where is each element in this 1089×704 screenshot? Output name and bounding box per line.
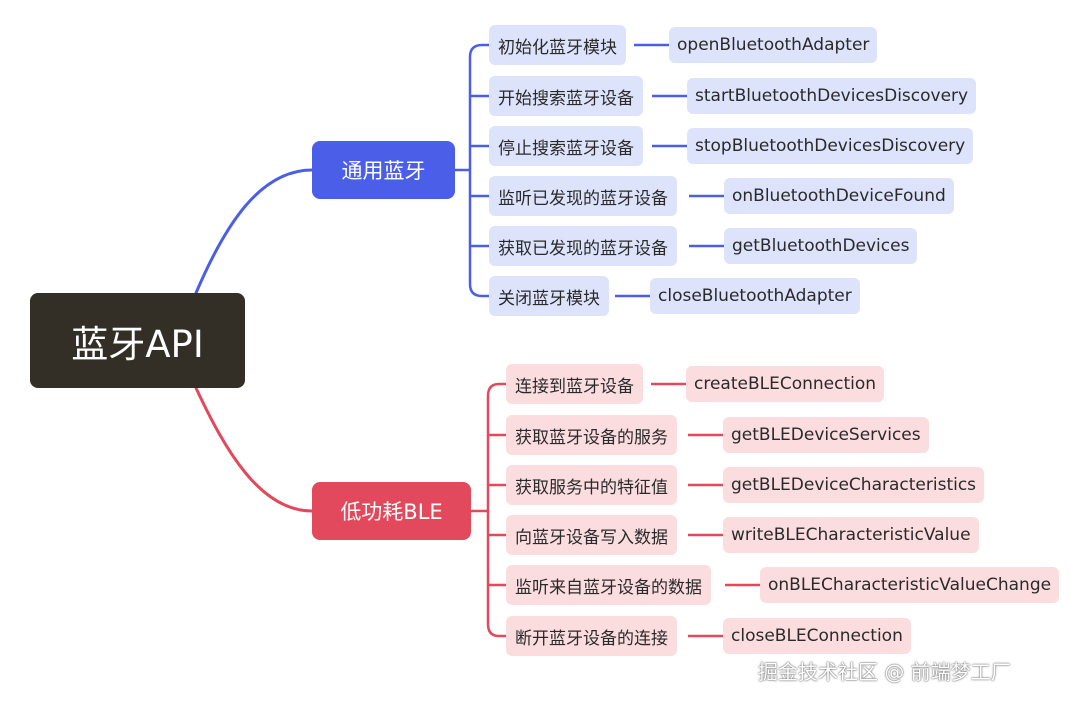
api-node: stopBluetoothDevicesDiscovery [687, 128, 974, 164]
api-node: onBLECharacteristicValueChange [760, 567, 1060, 603]
topic-node: 关闭蓝牙模块 [489, 276, 609, 316]
api-node: openBluetoothAdapter [669, 27, 878, 63]
topic-node: 停止搜索蓝牙设备 [489, 126, 643, 166]
api-node: getBLEDeviceCharacteristics [723, 467, 985, 503]
api-node: onBluetoothDeviceFound [724, 178, 954, 214]
topic-node: 获取服务中的特征值 [506, 465, 677, 505]
api-node: getBluetoothDevices [724, 228, 918, 264]
topic-node: 初始化蓝牙模块 [489, 25, 626, 65]
branch-general-bluetooth: 通用蓝牙 [312, 141, 455, 199]
watermark: 掘金技术社区 @ 前端梦工厂 [758, 660, 1011, 684]
api-node: closeBluetoothAdapter [650, 278, 860, 314]
root-to-general-link [194, 168, 314, 295]
general-branch-lines [455, 43, 724, 298]
topic-node: 监听已发现的蓝牙设备 [489, 176, 677, 216]
api-node: closeBLEConnection [723, 618, 911, 654]
topic-node: 获取已发现的蓝牙设备 [489, 226, 677, 266]
topic-node: 开始搜索蓝牙设备 [489, 76, 643, 116]
ble-branch-lines [471, 382, 760, 638]
root-to-ble-link [194, 386, 314, 513]
api-node: writeBLECharacteristicValue [723, 517, 979, 553]
topic-node: 获取蓝牙设备的服务 [506, 415, 677, 455]
branch-ble: 低功耗BLE [312, 482, 471, 540]
topic-node: 断开蓝牙设备的连接 [506, 616, 677, 656]
root-node: 蓝牙API [30, 293, 245, 388]
api-node: startBluetoothDevicesDiscovery [687, 78, 977, 114]
topic-node: 连接到蓝牙设备 [506, 364, 643, 404]
api-node: createBLEConnection [686, 366, 885, 402]
topic-node: 向蓝牙设备写入数据 [506, 515, 677, 555]
api-node: getBLEDeviceServices [723, 417, 929, 453]
topic-node: 监听来自蓝牙设备的数据 [506, 565, 711, 605]
